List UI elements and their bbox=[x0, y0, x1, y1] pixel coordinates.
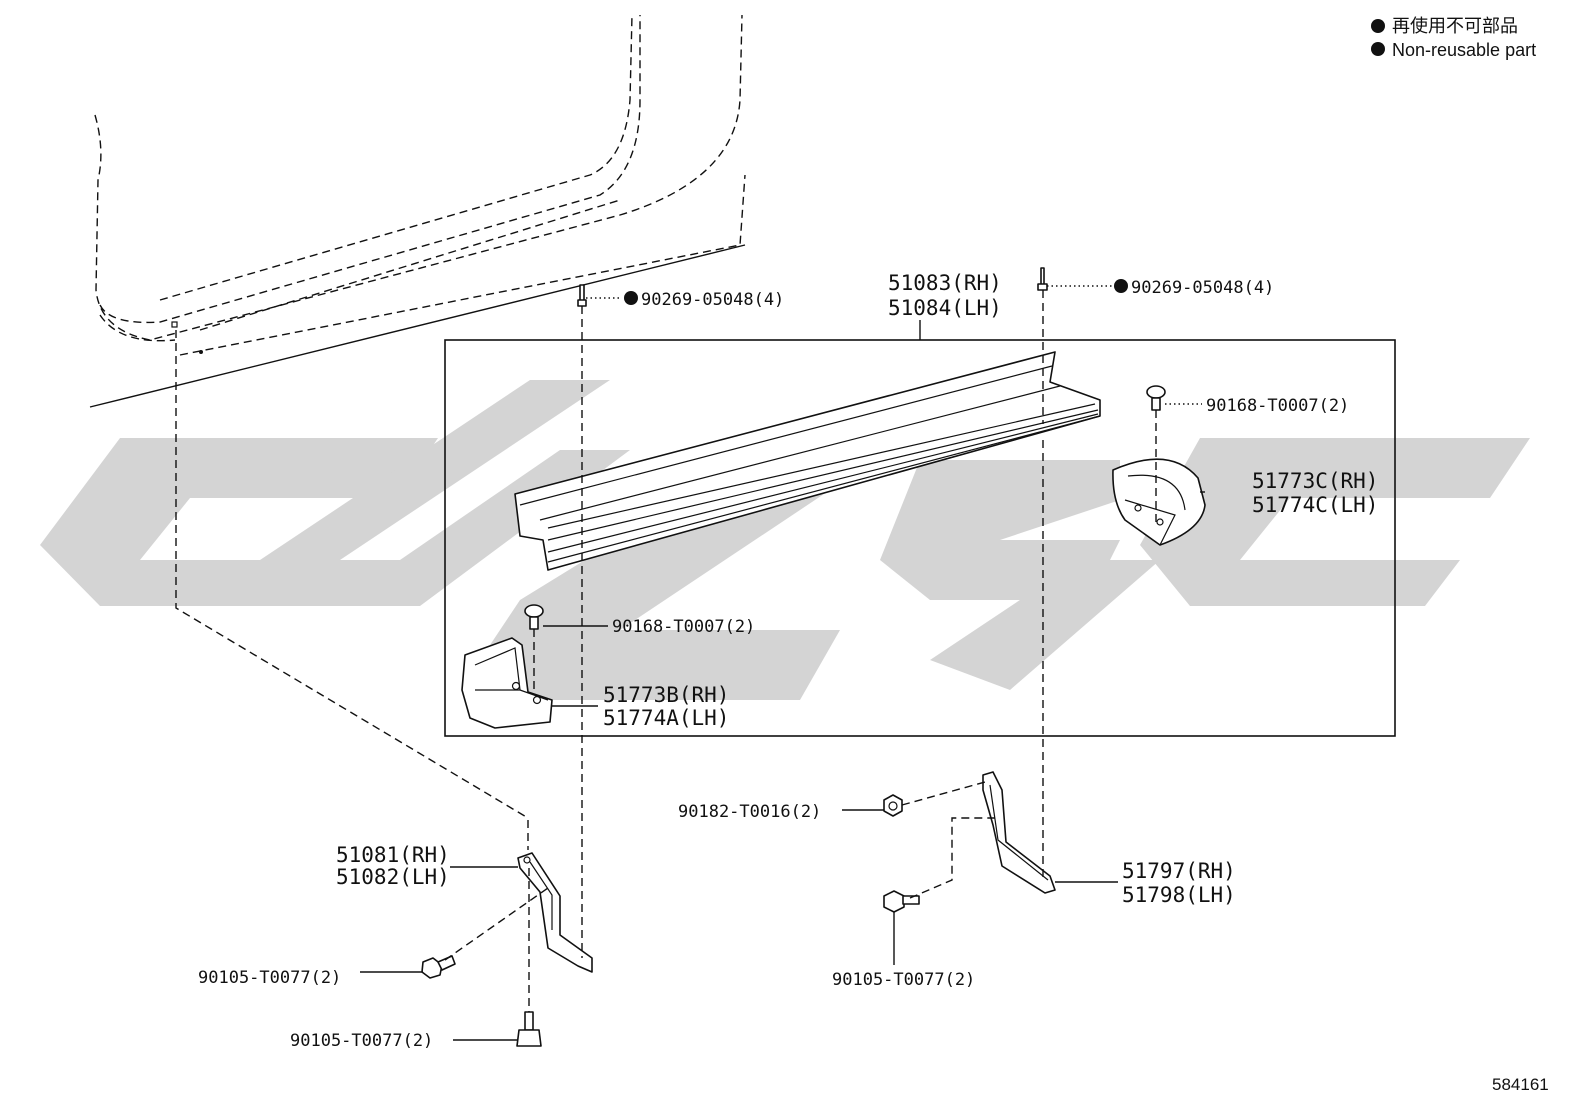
callout-rivet-left: 90269-05048(4) bbox=[641, 290, 784, 310]
screw-rear-icon bbox=[1146, 385, 1166, 411]
rivet-left-icon bbox=[577, 284, 587, 307]
legend: 再使用不可部品 Non-reusable part bbox=[1371, 16, 1536, 60]
callout-bolt-rear: 90105-T0077(2) bbox=[832, 970, 975, 990]
rear-cover bbox=[1112, 458, 1206, 546]
rear-bracket bbox=[982, 771, 1056, 894]
bolt-front-a-icon bbox=[421, 955, 456, 979]
filled-circle-icon bbox=[1371, 19, 1385, 33]
legend-en: Non-reusable part bbox=[1392, 40, 1536, 60]
callout-bracket-rear-lh: 51798(LH) bbox=[1122, 883, 1236, 907]
screw-front-icon bbox=[524, 604, 544, 630]
callout-step-board-lh: 51084(LH) bbox=[888, 296, 1002, 320]
callout-screw-front: 90168-T0007(2) bbox=[612, 617, 755, 637]
callout-bracket-front-rh: 51081(RH) bbox=[336, 843, 450, 867]
non-reusable-marker-icon bbox=[624, 291, 638, 305]
callout-rear-cover-rh: 51773C(RH) bbox=[1252, 469, 1378, 493]
callout-screw-rear: 90168-T0007(2) bbox=[1206, 396, 1349, 416]
rivet-right-icon bbox=[1037, 267, 1048, 291]
filled-circle-icon bbox=[1371, 42, 1385, 56]
front-cover bbox=[461, 637, 553, 729]
callout-rear-cover-lh: 51774C(LH) bbox=[1252, 493, 1378, 517]
nut-rear-icon bbox=[883, 794, 903, 817]
callout-front-cover-lh: 51774A(LH) bbox=[603, 706, 729, 730]
bolt-rear-icon bbox=[883, 890, 920, 913]
front-bracket bbox=[517, 852, 593, 973]
watermark-logo bbox=[40, 380, 1530, 700]
callout-bracket-front-lh: 51082(LH) bbox=[336, 865, 450, 889]
callout-bolt-front-a: 90105-T0077(2) bbox=[198, 968, 341, 988]
assembly-lines bbox=[444, 290, 1157, 1012]
legend-jp: 再使用不可部品 bbox=[1392, 16, 1518, 36]
diagram-id: 584161 bbox=[1492, 1075, 1549, 1094]
body-outline bbox=[89, 14, 746, 850]
callout-nut-rear: 90182-T0016(2) bbox=[678, 802, 821, 822]
callout-front-cover-rh: 51773B(RH) bbox=[603, 683, 729, 707]
bolt-front-b-icon bbox=[516, 1011, 542, 1047]
callout-step-board-rh: 51083(RH) bbox=[888, 271, 1002, 295]
callout-bolt-front-b: 90105-T0077(2) bbox=[290, 1031, 433, 1051]
callout-bracket-rear-rh: 51797(RH) bbox=[1122, 859, 1236, 883]
non-reusable-marker-icon bbox=[1114, 279, 1128, 293]
step-board bbox=[514, 351, 1101, 571]
leader-lines bbox=[360, 285, 1205, 1041]
callout-rivet-right: 90269-05048(4) bbox=[1131, 278, 1274, 298]
